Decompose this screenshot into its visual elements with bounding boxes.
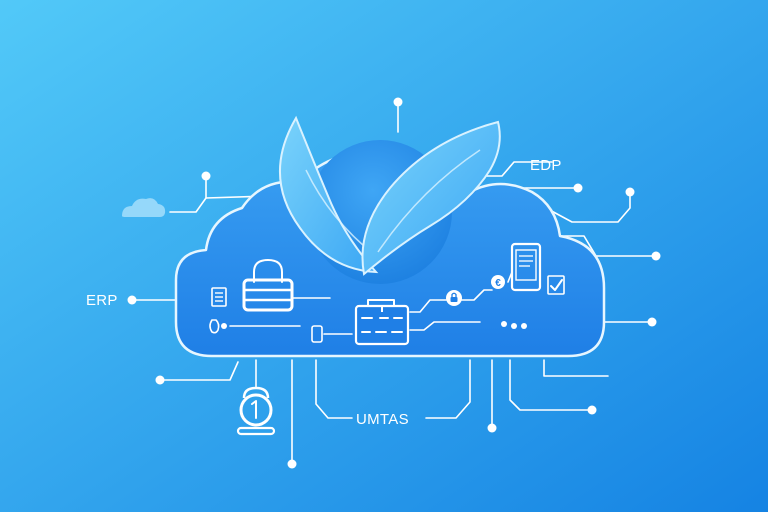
euro-coin-icon: € <box>491 275 505 289</box>
erp-label: ERP <box>86 292 118 309</box>
mobile-phone-icon <box>311 325 323 343</box>
wing-globe-icon <box>279 115 501 284</box>
toolbox-icon <box>354 299 410 346</box>
network-lines <box>127 97 661 469</box>
umtas-label: UMTAS <box>356 411 409 428</box>
small-cloud-icon <box>122 198 166 217</box>
status-dots <box>501 321 527 329</box>
check-document-icon <box>547 275 565 295</box>
padlock-icon <box>242 259 294 312</box>
edp-label: EDP <box>530 157 562 174</box>
circuit-lines <box>229 261 513 335</box>
timer-lock-icon <box>236 386 276 436</box>
shield-icon <box>209 319 227 334</box>
svg-text:€: € <box>495 278 501 289</box>
tablet-icon <box>510 242 542 292</box>
lock-badge-icon <box>446 290 462 306</box>
document-icon <box>211 287 227 307</box>
